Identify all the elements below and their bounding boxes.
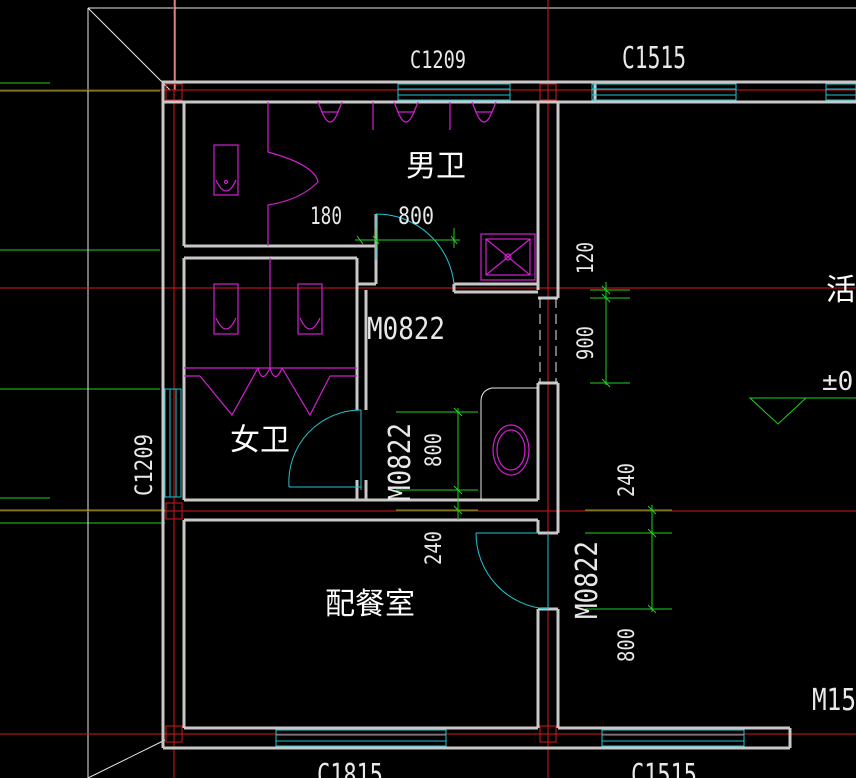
- window-c1515-top: [591, 83, 856, 101]
- door-womens: [288, 409, 362, 490]
- door-label-mens: M0822: [367, 312, 445, 347]
- dim-800-top: 800: [398, 202, 434, 230]
- window-c1209-top: [397, 83, 511, 101]
- dim-900: 900: [574, 326, 599, 360]
- room-label-womens: 女卫: [230, 423, 290, 458]
- room-label-pantry: 配餐室: [325, 587, 415, 622]
- urinal-3: [471, 101, 497, 123]
- dim-800-mid: 800: [422, 433, 447, 467]
- dim-800-bottom: 800: [615, 628, 640, 662]
- window-c1515-bottom: [601, 729, 745, 747]
- room-label-mens: 男卫: [406, 149, 466, 184]
- walls: [161, 80, 856, 750]
- room-label-activity: 活: [826, 273, 856, 308]
- window-c1815-bottom: [275, 729, 447, 747]
- dim-180: 180: [310, 202, 342, 230]
- door-label-womens: M0822: [383, 423, 418, 501]
- dim-240-right: 240: [615, 463, 640, 497]
- elevation-label: ±0.: [822, 367, 856, 397]
- urinal-2: [393, 101, 419, 123]
- dim-240-mid: 240: [422, 531, 447, 565]
- window-label-c1515-top: C1515: [622, 41, 686, 76]
- basin-counter: [480, 387, 538, 500]
- mop-sink: [480, 233, 536, 281]
- mens-toilet-fixture: [213, 144, 239, 196]
- door-label-right: M15: [812, 683, 856, 718]
- dimension-lines: [355, 228, 672, 614]
- doors: [288, 213, 549, 610]
- window-c1209-left: [164, 388, 182, 498]
- opening-right: [539, 298, 557, 383]
- door-pantry: [475, 532, 549, 610]
- womens-toilet-fixture-1: [213, 283, 239, 335]
- fixtures: [184, 101, 536, 476]
- washbasin: [492, 424, 530, 476]
- window-label-c1815-bottom: C1815: [317, 758, 383, 778]
- door-label-pantry: M0822: [570, 541, 605, 619]
- dim-120: 120: [574, 242, 599, 274]
- labels: C1209 C1515 C1209 C1815 C1515 M0822 M082…: [130, 41, 856, 778]
- window-label-c1209-left: C1209: [130, 434, 158, 496]
- window-label-c1209-top: C1209: [410, 46, 466, 74]
- window-label-c1515-bottom: C1515: [631, 758, 697, 778]
- urinal-1: [317, 101, 343, 123]
- columns: [165, 83, 557, 743]
- elevation-symbol: [748, 397, 856, 425]
- womens-toilet-fixture-2: [297, 283, 323, 335]
- windows: [164, 83, 856, 747]
